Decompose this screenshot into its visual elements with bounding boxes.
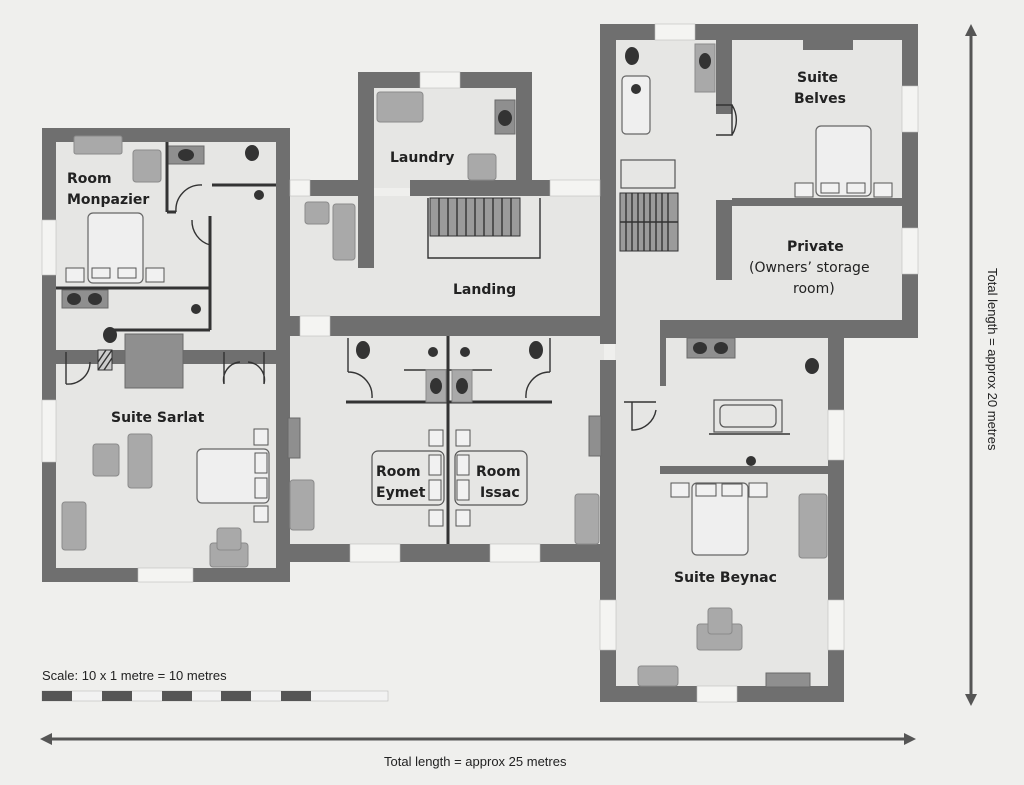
room-label-private: Private (787, 239, 844, 255)
scale-label: Scale: 10 x 1 metre = 10 metres (42, 668, 227, 683)
horizontal-length-label: Total length = approx 25 metres (384, 754, 567, 769)
room-label-laundry: Laundry (390, 150, 454, 166)
room-label-landing: Landing (453, 282, 516, 298)
room-label-issac: Room (476, 464, 521, 480)
room-label-monpazier: Room (67, 171, 112, 187)
furniture (56, 38, 893, 688)
room-label-belves: Suite (797, 70, 838, 86)
room-label-monpazier-2: Monpazier (67, 192, 149, 208)
room-label-belves-2: Belves (794, 91, 846, 107)
room-label-private-2: (Owners’ storage (749, 260, 870, 276)
room-label-eymet: Room (376, 464, 421, 480)
vertical-length-label: Total length = approx 20 metres (985, 268, 1000, 451)
room-label-eymet-2: Eymet (376, 485, 426, 501)
room-label-issac-2: Issac (480, 485, 520, 501)
vertical-dimension: Total length = approx 20 metres (965, 24, 1000, 706)
windows (41, 23, 919, 703)
room-label-private-3: room) (793, 281, 835, 297)
horizontal-dimension: Total length = approx 25 metres (40, 733, 916, 769)
scale-bar: Scale: 10 x 1 metre = 10 metres (41, 668, 389, 702)
room-label-beynac: Suite Beynac (674, 570, 777, 586)
room-labels: Room Monpazier Laundry Landing Suite Bel… (67, 70, 870, 586)
stairs (427, 192, 679, 259)
room-label-sarlat: Suite Sarlat (111, 410, 205, 426)
